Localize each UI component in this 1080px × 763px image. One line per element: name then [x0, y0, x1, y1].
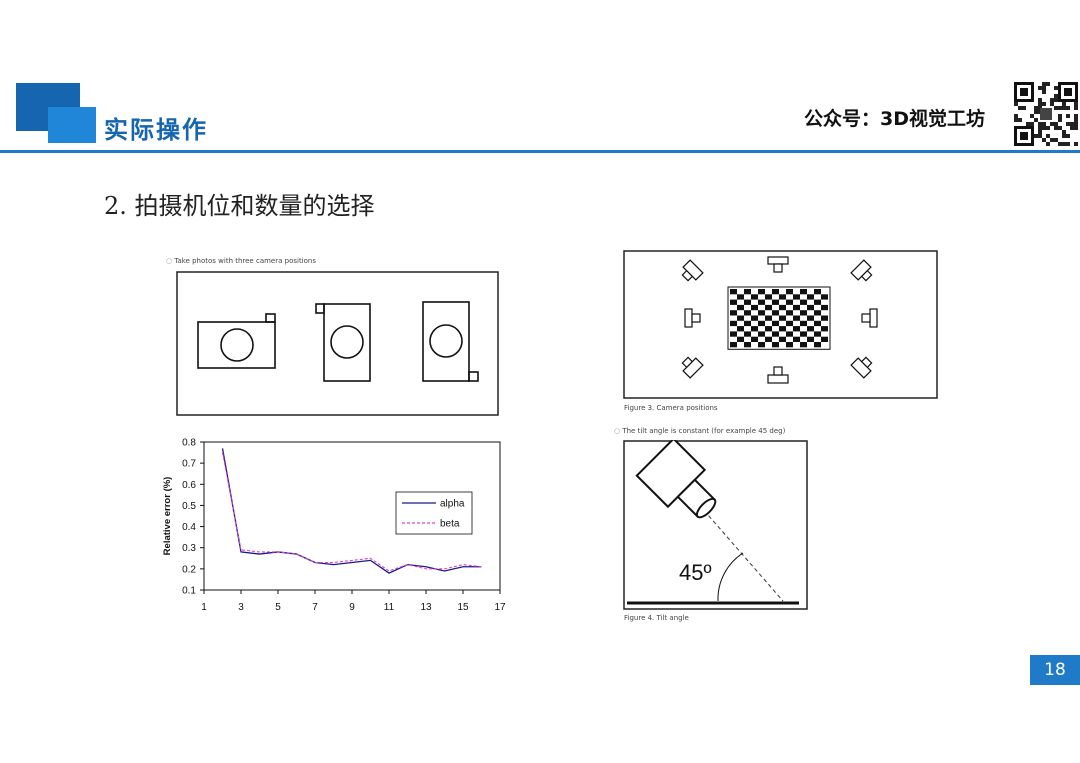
x-tick-label: 13 — [420, 602, 432, 613]
camera-right-icon — [861, 308, 878, 328]
y-tick-label: 0.4 — [182, 522, 196, 533]
series-line-alpha — [221, 448, 482, 574]
bullet-icon: ○ — [614, 427, 623, 435]
y-axis-label: Relative error (%) — [162, 477, 173, 556]
brand-label: 公众号：3D视觉工坊 — [804, 108, 985, 130]
camera-left-icon — [684, 308, 701, 328]
x-tick-label: 17 — [494, 602, 506, 613]
legend-box — [395, 491, 473, 535]
checkerboard-target — [727, 286, 831, 350]
chart-legend: alpha beta — [395, 491, 473, 535]
angle-arc — [717, 552, 744, 602]
slide-subtitle: 2. 拍摄机位和数量的选择 — [104, 192, 375, 220]
figure-4-caption: Figure 4. Tilt angle — [624, 614, 689, 622]
tilt-angle-label: 45º — [679, 560, 712, 585]
x-tick-label: 11 — [384, 602, 395, 613]
camera-top-left-icon — [681, 259, 704, 282]
x-tick-label: 3 — [238, 602, 244, 613]
legend-label-alpha: alpha — [440, 499, 465, 510]
header-accent-square-light — [48, 107, 96, 143]
camera-portrait-left-icon — [315, 303, 371, 382]
tilt-angle-figure: 45º — [623, 440, 808, 610]
three-positions-caption-text: Take photos with three camera positions — [174, 257, 316, 265]
camera-top-right-icon — [850, 259, 873, 282]
tilt-caption: ○ The tilt angle is constant (for exampl… — [614, 427, 785, 435]
header-divider — [0, 150, 1080, 153]
three-positions-caption: ○ Take photos with three camera position… — [166, 257, 316, 265]
tilt-caption-text: The tilt angle is constant (for example … — [622, 427, 786, 435]
y-tick-label: 0.2 — [182, 564, 196, 575]
camera-top-icon — [767, 256, 789, 273]
optical-axis-line — [680, 483, 784, 602]
x-tick-label: 5 — [275, 602, 281, 613]
qr-code-icon — [1014, 82, 1078, 146]
x-tick-label: 9 — [349, 602, 355, 613]
bullet-icon: ○ — [166, 257, 175, 265]
y-tick-label: 0.1 — [182, 586, 196, 597]
y-tick-label: 0.8 — [182, 438, 196, 449]
three-camera-positions-figure — [176, 271, 499, 416]
x-tick-label: 15 — [457, 602, 469, 613]
y-tick-label: 0.5 — [182, 501, 196, 512]
page-number-badge: 18 — [1030, 655, 1080, 685]
series-line-beta — [221, 452, 482, 572]
x-tick-label: 7 — [312, 602, 318, 613]
x-tick-label: 1 — [201, 602, 207, 613]
camera-landscape-icon — [197, 313, 276, 369]
camera-bottom-icon — [767, 366, 789, 384]
y-tick-label: 0.7 — [182, 459, 196, 470]
camera-bottom-right-icon — [850, 356, 873, 379]
legend-label-beta: beta — [440, 519, 460, 530]
camera-positions-figure — [623, 250, 938, 399]
figure-3-caption: Figure 3. Camera positions — [624, 404, 718, 412]
tilted-camera-icon — [635, 440, 717, 519]
section-title: 实际操作 — [104, 116, 208, 144]
y-tick-label: 0.6 — [182, 480, 196, 491]
camera-bottom-left-icon — [681, 356, 704, 379]
y-tick-label: 0.3 — [182, 543, 196, 554]
camera-portrait-right-icon — [422, 301, 479, 382]
